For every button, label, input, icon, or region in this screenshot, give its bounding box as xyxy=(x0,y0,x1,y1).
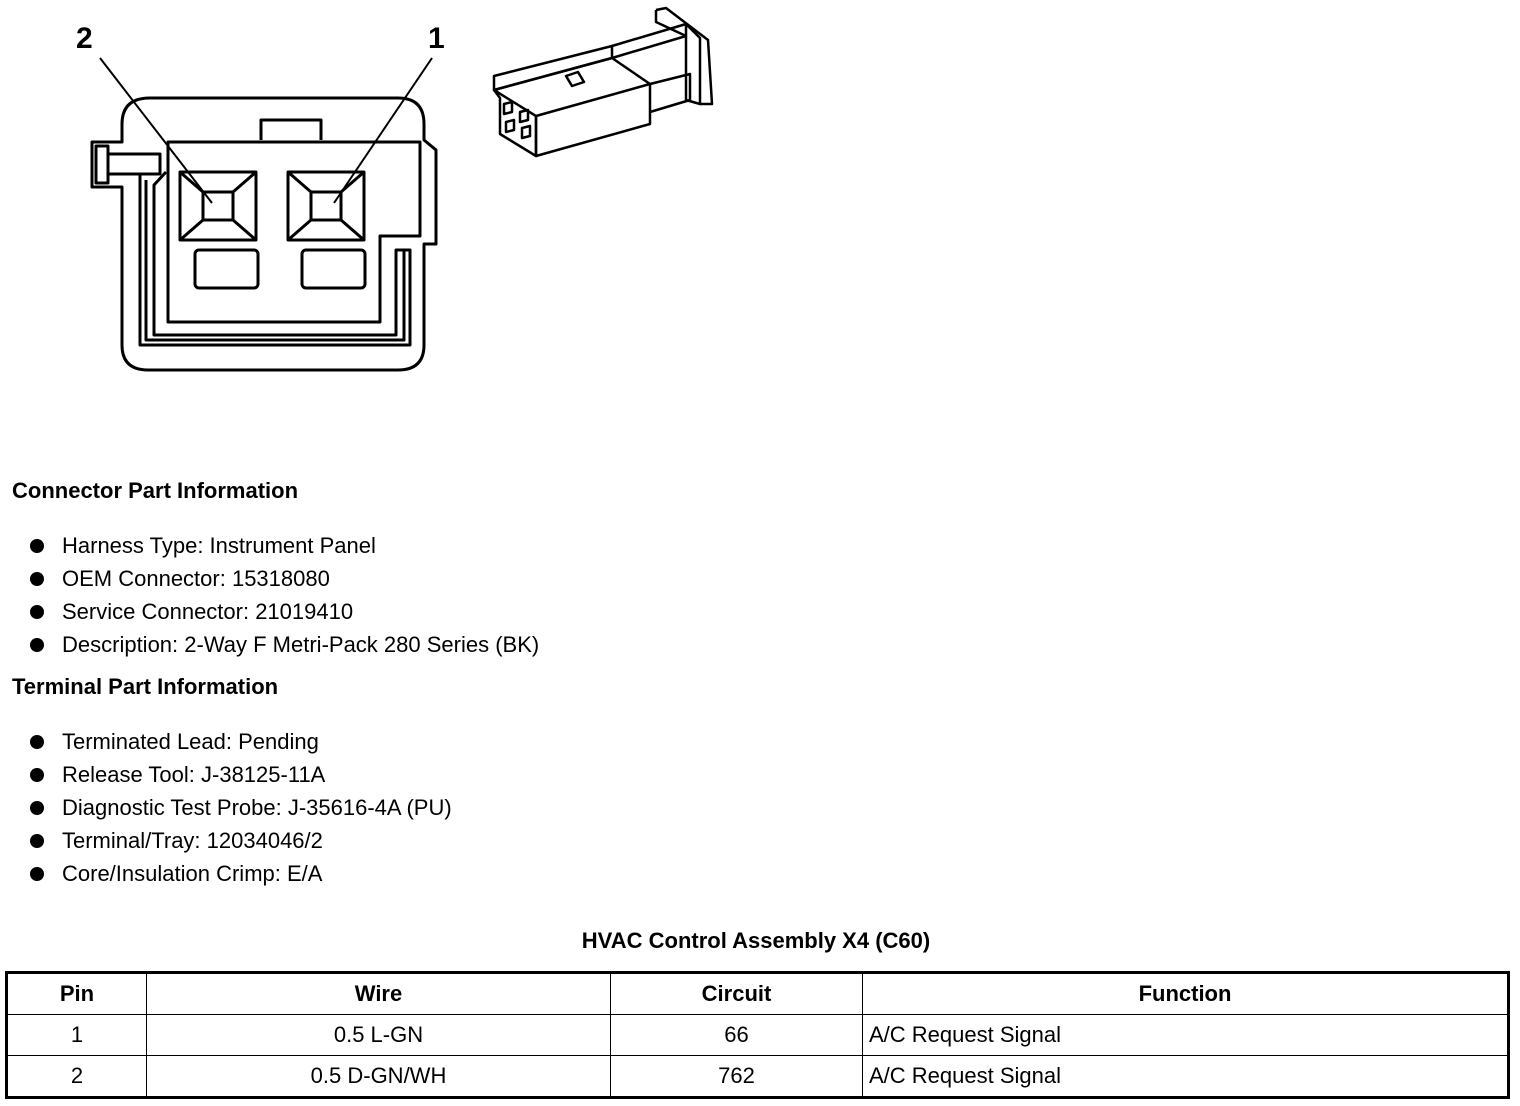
bullet-icon xyxy=(30,605,44,619)
list-item: Harness Type: Instrument Panel xyxy=(28,529,539,562)
pin-label-2: 2 xyxy=(76,22,93,55)
cell-pin: 2 xyxy=(6,1055,147,1098)
connector-info-list: Harness Type: Instrument Panel OEM Conne… xyxy=(28,529,539,661)
column-header-wire: Wire xyxy=(146,972,611,1015)
list-item: Description: 2-Way F Metri-Pack 280 Seri… xyxy=(28,628,539,661)
bullet-icon xyxy=(30,801,44,815)
cell-circuit: 762 xyxy=(610,1055,863,1098)
column-header-function: Function xyxy=(862,972,1509,1015)
list-item: OEM Connector: 15318080 xyxy=(28,562,539,595)
terminal-info-title: Terminal Part Information xyxy=(12,674,279,699)
bullet-icon xyxy=(30,867,44,881)
connector-3d-icon xyxy=(492,6,714,158)
table-header-row: Pin Wire Circuit Function xyxy=(6,972,1509,1015)
column-header-circuit: Circuit xyxy=(610,972,863,1015)
table-row: 1 0.5 L-GN 66 A/C Request Signal xyxy=(6,1014,1509,1056)
cell-circuit: 66 xyxy=(610,1014,863,1056)
pin-table: Pin Wire Circuit Function 1 0.5 L-GN 66 … xyxy=(5,971,1510,1099)
cell-pin: 1 xyxy=(6,1014,147,1056)
table-title: HVAC Control Assembly X4 (C60) xyxy=(581,928,931,953)
connector-info-title: Connector Part Information xyxy=(12,478,299,503)
list-item: Terminated Lead: Pending xyxy=(28,725,452,758)
bullet-icon xyxy=(30,638,44,652)
cell-wire: 0.5 L-GN xyxy=(146,1014,611,1056)
cell-function: A/C Request Signal xyxy=(862,1014,1509,1056)
connector-diagram: 2 1 xyxy=(76,6,714,372)
bullet-icon xyxy=(30,735,44,749)
bullet-icon xyxy=(30,539,44,553)
bullet-icon xyxy=(30,768,44,782)
list-item: Terminal/Tray: 12034046/2 xyxy=(28,824,452,857)
cell-function: A/C Request Signal xyxy=(862,1055,1509,1098)
table-row: 2 0.5 D-GN/WH 762 A/C Request Signal xyxy=(6,1055,1509,1098)
cell-wire: 0.5 D-GN/WH xyxy=(146,1055,611,1098)
list-item: Core/Insulation Crimp: E/A xyxy=(28,857,452,890)
bullet-icon xyxy=(30,834,44,848)
connector-face-icon xyxy=(90,57,438,372)
list-item: Release Tool: J-38125-11A xyxy=(28,758,452,791)
pin-label-1: 1 xyxy=(428,22,445,55)
list-item: Service Connector: 21019410 xyxy=(28,595,539,628)
terminal-info-list: Terminated Lead: Pending Release Tool: J… xyxy=(28,725,452,890)
bullet-icon xyxy=(30,572,44,586)
list-item: Diagnostic Test Probe: J-35616-4A (PU) xyxy=(28,791,452,824)
column-header-pin: Pin xyxy=(6,972,147,1015)
